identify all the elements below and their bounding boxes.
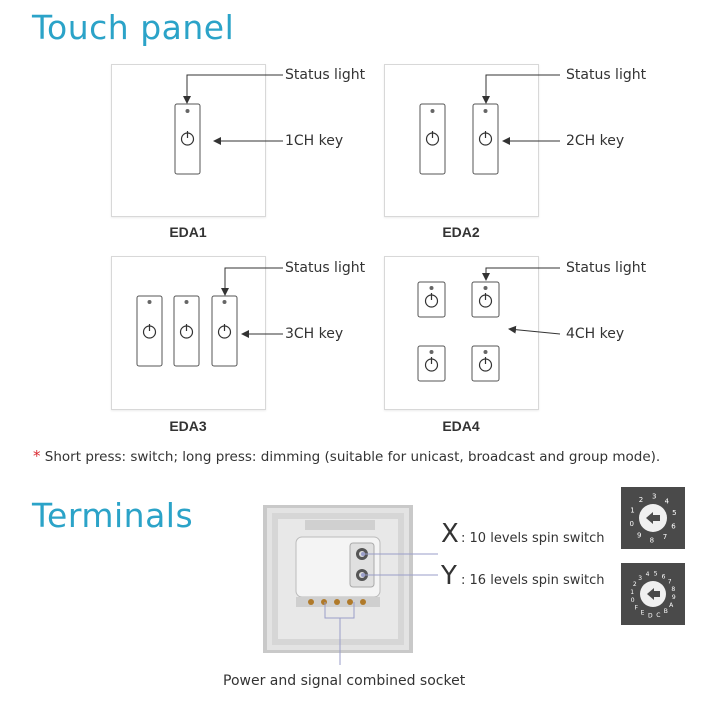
dial-number: A — [669, 602, 674, 609]
dial-number: 1 — [630, 507, 634, 515]
status-light-label-eda2: Status light — [566, 67, 647, 83]
status-light-label-eda4: Status light — [566, 260, 647, 276]
dial-number: 8 — [650, 537, 654, 545]
dial-number: 0 — [631, 597, 635, 604]
y-letter: Y — [441, 561, 457, 591]
dial-number: 6 — [662, 573, 666, 580]
panel-name-eda2: EDA2 — [442, 224, 480, 240]
y-label: : 16 levels spin switch — [461, 573, 605, 588]
eda2-keys — [419, 103, 499, 175]
socket-label: Power and signal combined socket — [223, 673, 466, 689]
note-symbol: * — [33, 447, 41, 465]
eda3-keys — [136, 295, 238, 367]
dial-number: 5 — [654, 571, 658, 578]
dial-number: 9 — [637, 532, 641, 540]
dial-number: 3 — [638, 575, 642, 582]
dial-number: 0 — [629, 520, 633, 528]
dial-number: B — [664, 608, 668, 615]
eda1-key — [174, 103, 201, 175]
dial-number: 6 — [671, 522, 676, 530]
note-text: Short press: switch; long press: dimming… — [44, 449, 661, 465]
dial-number: D — [648, 612, 653, 619]
dial-number: 2 — [639, 496, 643, 504]
status-light-dot — [185, 109, 190, 113]
dial-number: 7 — [668, 579, 672, 586]
dial-number: 8 — [671, 586, 675, 593]
key-label-eda4: 4CH key — [566, 326, 625, 342]
dial-number: 4 — [646, 571, 650, 578]
dial-number: E — [641, 610, 645, 617]
dial-number: 7 — [663, 533, 667, 541]
dial-number: 9 — [672, 594, 676, 601]
terminal-device — [263, 505, 413, 653]
x-label: : 10 levels spin switch — [461, 531, 605, 546]
socket-leader — [324, 602, 341, 665]
panel-name-eda4: EDA4 — [442, 418, 480, 434]
usage-note: * Short press: switch; long press: dimmi… — [33, 447, 660, 465]
touch-panel-title: Touch panel — [32, 8, 235, 47]
eda4-keys — [417, 281, 500, 382]
dial-number: 2 — [633, 581, 637, 588]
dial-number: 5 — [672, 509, 676, 517]
dial-number: F — [635, 604, 639, 611]
status-light-label-eda3: Status light — [285, 260, 366, 276]
status-light-label-eda1: Status light — [285, 67, 366, 83]
dial-number: 1 — [630, 589, 634, 596]
panel-name-eda3: EDA3 — [169, 418, 207, 434]
dial-number: 3 — [652, 493, 656, 501]
terminals-title: Terminals — [32, 496, 194, 535]
key-label-eda3: 3CH key — [285, 326, 344, 342]
panel-name-eda1: EDA1 — [169, 224, 207, 240]
dial-number: C — [656, 612, 660, 619]
key-label-eda1: 1CH key — [285, 133, 344, 149]
dial-number: 4 — [665, 497, 670, 505]
key-label-eda2: 2CH key — [566, 133, 625, 149]
x-letter: X — [441, 519, 459, 549]
